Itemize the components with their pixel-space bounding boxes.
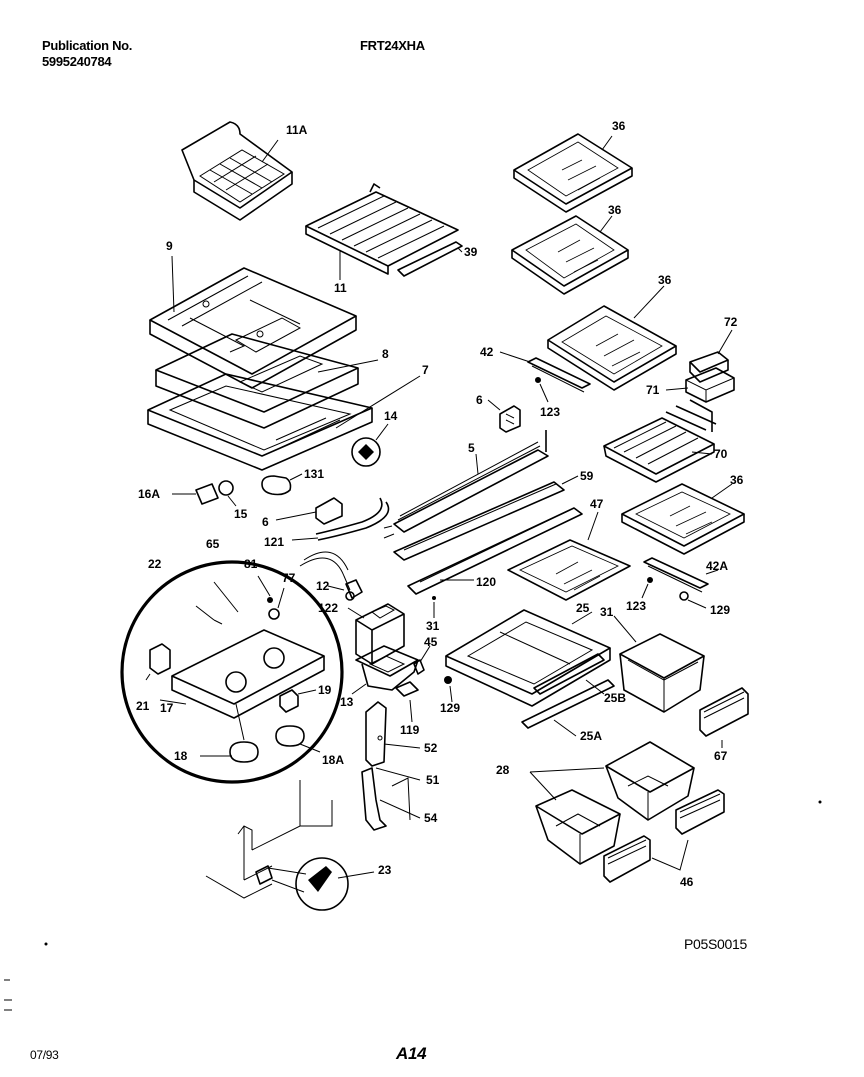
- crisper-frame-assembly: [444, 609, 615, 737]
- callout-77: 77: [282, 571, 296, 585]
- freezer-wire-shelf: [305, 183, 459, 280]
- publication-number: 5995240784: [42, 54, 112, 69]
- door-rack-pair: [603, 789, 822, 883]
- callout-47: 47: [590, 497, 604, 511]
- callout-6-right: 6: [476, 393, 483, 407]
- callout-72: 72: [724, 315, 738, 329]
- callout-9: 9: [166, 239, 173, 253]
- callout-22: 22: [148, 557, 162, 571]
- callout-59: 59: [580, 469, 594, 483]
- callout-31-left: 31: [426, 619, 440, 633]
- detail-circle-view: [120, 560, 344, 784]
- dairy-compartment: [665, 329, 735, 403]
- callout-28: 28: [496, 763, 510, 777]
- drain-tube: [291, 497, 390, 541]
- callout-45: 45: [424, 635, 438, 649]
- callout-18: 18: [174, 749, 188, 763]
- model-number: FRT24XHA: [360, 38, 425, 53]
- callout-8: 8: [382, 347, 389, 361]
- callout-51: 51: [426, 773, 440, 787]
- callout-11A: 11A: [286, 123, 308, 137]
- callout-81: 81: [244, 557, 258, 571]
- air-duct-housing: [347, 603, 419, 695]
- callout-36-3: 36: [658, 273, 672, 287]
- revision-date: 07/93: [30, 1048, 59, 1062]
- callout-18A: 18A: [322, 753, 344, 767]
- callout-25B: 25B: [604, 691, 626, 705]
- screw-and-shim: [395, 645, 431, 723]
- shelf-trim-strip: [397, 241, 463, 277]
- glass-shelf-1: [513, 133, 633, 213]
- callout-11: 11: [334, 281, 347, 295]
- glass-shelf-2: [511, 215, 629, 295]
- cabinet-corner-leveler: [205, 777, 411, 911]
- callout-131: 131: [304, 467, 324, 481]
- callout-25: 25: [576, 601, 590, 615]
- callout-6-left: 6: [262, 515, 269, 529]
- callout-129-left: 129: [440, 701, 460, 715]
- callout-54: 54: [424, 811, 438, 825]
- thermostat-assembly: [172, 480, 237, 507]
- shelf-support-lower: [641, 557, 719, 609]
- damper-control-knob: [351, 423, 389, 467]
- callout-25A: 25A: [580, 729, 602, 743]
- callout-17: 17: [160, 701, 174, 715]
- page-number: A14: [396, 1044, 427, 1063]
- crisper-drawer: [613, 615, 705, 713]
- callout-123-upper: 123: [540, 405, 560, 419]
- callout-119: 119: [400, 723, 420, 737]
- callout-36-1: 36: [612, 119, 626, 133]
- callout-31-right: 31: [600, 605, 614, 619]
- callout-36-4: 36: [730, 473, 744, 487]
- callout-5: 5: [468, 441, 475, 455]
- glass-shelf-4: [621, 483, 745, 555]
- glass-shelf-3: [547, 285, 677, 391]
- callout-15: 15: [234, 507, 248, 521]
- light-socket-harness: [299, 551, 363, 601]
- callout-16A: 16A: [138, 487, 160, 501]
- callout-52: 52: [424, 741, 438, 755]
- shelf-support-upper: [499, 351, 591, 403]
- callout-21: 21: [136, 699, 150, 713]
- callout-71: 71: [646, 383, 660, 397]
- callout-36-2: 36: [608, 203, 622, 217]
- callout-120: 120: [476, 575, 496, 589]
- callout-129-right: 129: [710, 603, 730, 617]
- callout-13: 13: [340, 695, 354, 709]
- callout-19: 19: [318, 683, 332, 697]
- mounting-clip-right: [487, 399, 521, 433]
- ice-cube-tray: [181, 121, 293, 221]
- door-bin-upper: [605, 741, 695, 821]
- seal-gasket: [261, 473, 303, 496]
- door-rack-bin: [699, 687, 749, 748]
- mounting-clip-left: [275, 497, 343, 525]
- callout-67: 67: [714, 749, 728, 763]
- freezer-divider-pan: [147, 373, 421, 471]
- callout-39: 39: [464, 245, 478, 259]
- callout-70: 70: [714, 447, 728, 461]
- duct-extension-pieces: [361, 701, 421, 831]
- wire-basket: [603, 399, 717, 483]
- callout-7: 7: [422, 363, 429, 377]
- center-rail: [383, 430, 549, 539]
- callout-12: 12: [316, 579, 330, 593]
- callout-123-lower: 123: [626, 599, 646, 613]
- callout-46: 46: [680, 875, 694, 889]
- callout-65: 65: [206, 537, 220, 551]
- callout-23: 23: [378, 863, 392, 877]
- diagram-code: P05S0015: [684, 936, 747, 952]
- lower-rails: [393, 475, 583, 618]
- crisper-cover-glass: [507, 511, 631, 601]
- callout-42: 42: [480, 345, 494, 359]
- callout-121: 121: [264, 535, 284, 549]
- freezer-floor-panel: [149, 255, 357, 389]
- publication-label: Publication No.: [42, 38, 133, 53]
- callout-42A: 42A: [706, 559, 728, 573]
- callout-14: 14: [384, 409, 398, 423]
- freezer-insulation-panel: [155, 333, 379, 429]
- door-bin-lower: [529, 767, 621, 865]
